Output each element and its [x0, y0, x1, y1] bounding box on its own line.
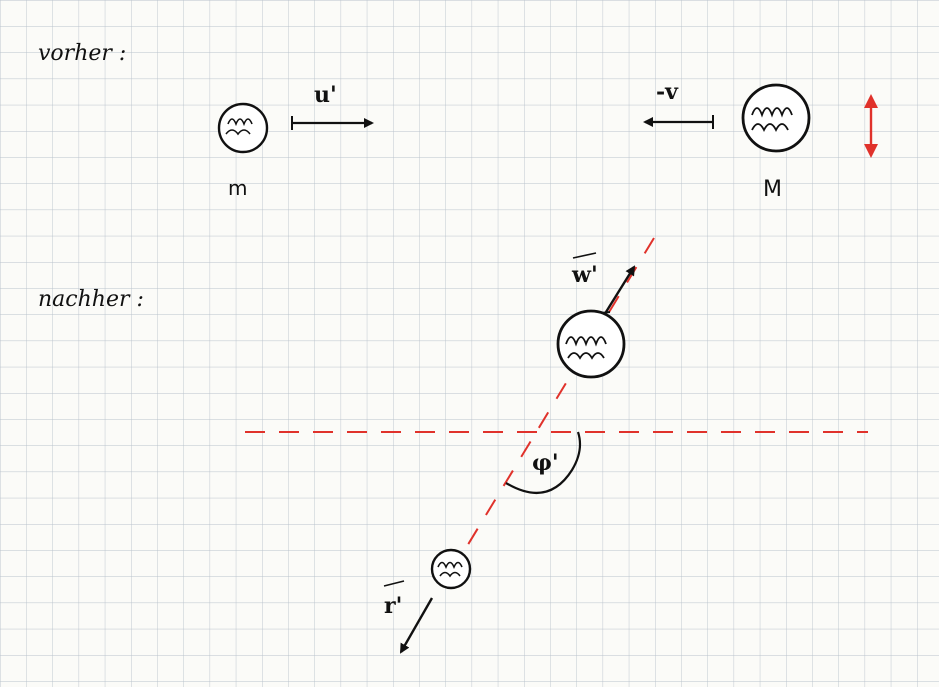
- label-before: vorher :: [38, 41, 126, 66]
- label-u-prime: u': [314, 82, 337, 108]
- small-mass-after: [430, 548, 472, 590]
- label-minus-v: -v: [656, 79, 679, 105]
- velocity-r-arrow: [399, 597, 434, 654]
- label-large-mass: M: [763, 177, 782, 202]
- velocity-minus-v-arrow: [643, 115, 714, 129]
- red-double-arrow: [864, 94, 878, 158]
- red-dashed-diagonal: [454, 237, 655, 567]
- label-w-prime: w': [571, 262, 598, 288]
- label-r-prime: r': [384, 593, 402, 619]
- label-phi-prime: φ': [532, 450, 559, 476]
- label-after: nachher :: [38, 287, 144, 312]
- velocity-u-arrow: [291, 116, 374, 130]
- angle-arc: [505, 431, 582, 495]
- vector-bar-w: [572, 252, 597, 259]
- small-mass-before: [217, 102, 269, 154]
- large-mass-before: [741, 83, 811, 153]
- large-mass-after: [556, 309, 626, 379]
- vector-bar-r: [383, 580, 405, 587]
- label-small-mass: m: [228, 176, 247, 200]
